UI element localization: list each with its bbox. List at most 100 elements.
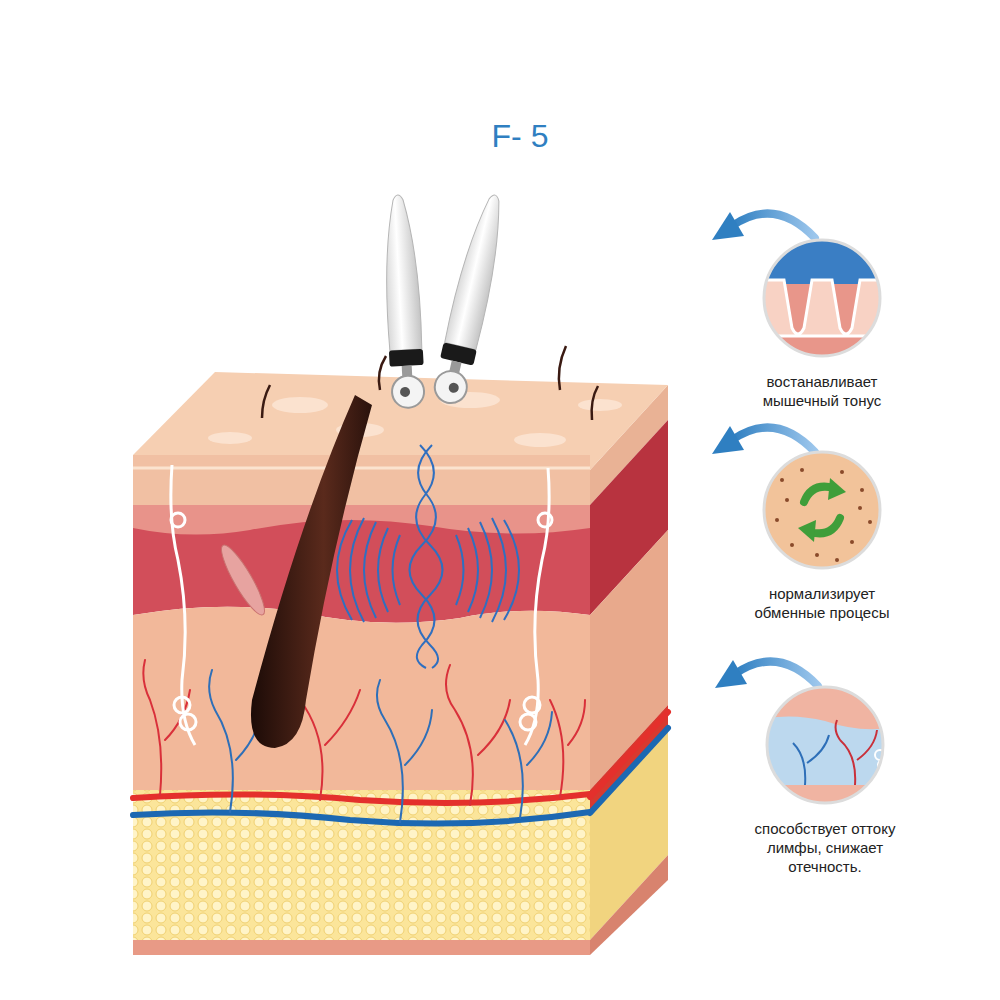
benefit-circle-part (798, 520, 816, 542)
hair (379, 356, 386, 390)
benefit-circle-part (785, 498, 789, 502)
title: F- 5 (420, 118, 620, 155)
skin-side-face (590, 855, 668, 955)
curved-arrow (732, 428, 815, 453)
benefit-node: востанавливает мышечный тонус (742, 238, 902, 415)
nerves (171, 465, 552, 745)
blood-vessels (550, 700, 585, 797)
nerves (520, 714, 536, 730)
blood-vessels (590, 728, 668, 813)
hair (559, 346, 566, 390)
current-waves (350, 518, 364, 622)
blood-vessels (133, 650, 668, 824)
curved-arrow (712, 426, 815, 454)
benefit-circle (742, 238, 902, 358)
nerves (524, 697, 540, 713)
hair (251, 346, 598, 748)
benefit-circle-part (767, 687, 883, 803)
benefit-circle-part (780, 478, 784, 482)
curved-arrow (715, 660, 818, 688)
electrode (381, 194, 422, 351)
benefit-circle-part (742, 238, 902, 358)
blood-vessels (209, 670, 262, 812)
skin-top-face (578, 399, 622, 411)
current-waves (456, 535, 464, 605)
electrode (389, 349, 424, 367)
nerves (525, 468, 549, 745)
nerves (171, 465, 195, 745)
benefit-circle (745, 685, 905, 805)
curved-arrow (712, 212, 744, 240)
blood-vessels (505, 712, 552, 818)
current-waves (410, 445, 436, 668)
blood-vessels (590, 712, 668, 797)
benefit-circle-part (742, 450, 902, 570)
electrode (440, 342, 477, 365)
blood-vessels (377, 680, 432, 822)
benefit-circle-part (790, 543, 794, 547)
benefit-circle-part (835, 558, 839, 562)
skin-top-face (272, 397, 328, 413)
benefit-node: способствует оттоку лимфы, снижает отечн… (745, 685, 905, 881)
hair (251, 395, 372, 748)
nerves (171, 513, 185, 527)
benefit-circle-part (742, 238, 902, 284)
electrode (400, 387, 411, 398)
benefit-circle-part (793, 735, 829, 785)
electrode (448, 382, 460, 394)
blood-vessels (446, 665, 510, 805)
current-waves (492, 518, 506, 622)
benefit-caption: нормализирует обменные процесы (747, 585, 897, 623)
skin-front-face (133, 940, 590, 955)
curved-arrow (712, 426, 744, 454)
benefit-circle-part (868, 520, 872, 524)
curved-arrow (732, 214, 815, 239)
benefit-circle-part (850, 540, 854, 544)
hair (592, 386, 598, 420)
nerves (538, 513, 552, 527)
current-waves (378, 528, 388, 612)
benefit-circle-part (742, 238, 902, 358)
skin-front-face (133, 505, 590, 535)
electrode (381, 194, 426, 408)
nerves (180, 714, 196, 730)
current-waves (393, 535, 401, 605)
benefit-caption: востанавливает мышечный тонус (747, 373, 897, 411)
electrode (431, 191, 512, 406)
benefit-circle-part (836, 720, 877, 785)
curved-arrow (735, 662, 818, 687)
benefit-circle-part (815, 553, 819, 557)
benefit-circle (742, 450, 902, 570)
curved-arrow (715, 660, 747, 688)
nerves (174, 697, 190, 713)
benefit-circle-part (775, 518, 779, 522)
electrode (391, 375, 425, 409)
electrode (444, 191, 511, 349)
current-waves (504, 520, 519, 620)
current-waves (337, 520, 352, 620)
benefit-circle-part (742, 450, 902, 570)
benefit-circle-part (764, 240, 880, 356)
curved-arrow (712, 212, 815, 240)
benefit-node: нормализирует обменные процесы (742, 450, 902, 627)
skin-front-face (133, 505, 590, 623)
current-waves (364, 522, 376, 618)
skin-top-face (208, 432, 252, 444)
benefit-caption: способствует оттоку лимфы, снижает отечн… (750, 820, 900, 876)
benefit-circle-part (764, 452, 880, 568)
skin-top-face (514, 433, 566, 447)
benefit-circle-part (860, 488, 864, 492)
benefit-circle-part (858, 506, 862, 510)
skin-side-face (590, 385, 668, 955)
current-waves (468, 528, 478, 612)
current-waves (337, 445, 519, 668)
skin-front-face (133, 455, 590, 505)
current-waves (480, 522, 492, 618)
benefit-circle-part (800, 468, 804, 472)
skin-front-face (133, 467, 590, 470)
benefit-circle-part (745, 685, 905, 805)
benefit-circle-part (745, 685, 905, 805)
arrector-muscle (215, 541, 271, 619)
benefit-circle-part (828, 478, 846, 500)
